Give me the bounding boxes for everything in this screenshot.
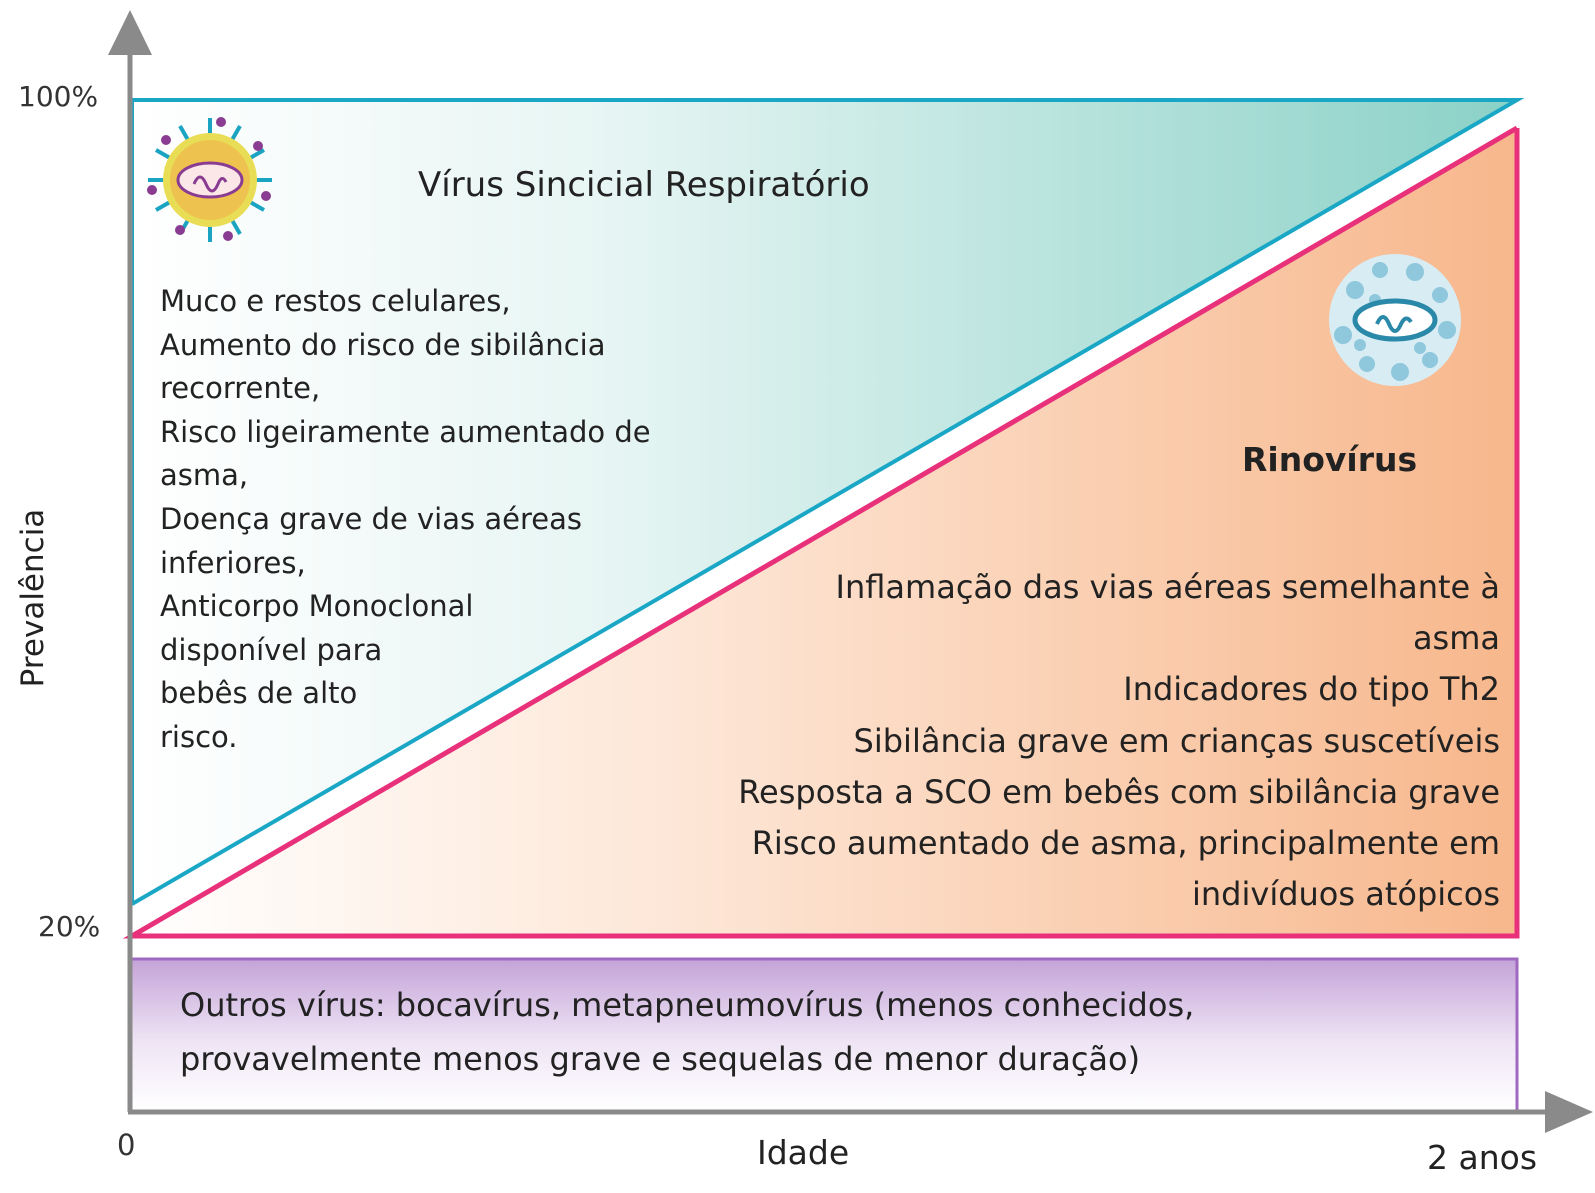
rsv-line: asma,	[160, 458, 249, 493]
rhinovirus-line: indivíduos atópicos	[1192, 875, 1500, 914]
rsv-title: Vírus Sincicial Respiratório	[418, 165, 870, 205]
rsv-line: Risco ligeiramente aumentado de	[160, 414, 651, 449]
rsv-virus-icon	[147, 117, 272, 242]
y-tick-100: 100%	[18, 80, 99, 113]
rsv-line: risco.	[160, 719, 238, 754]
others-region	[129, 957, 1519, 1113]
y-tick-20: 20%	[38, 910, 101, 943]
rsv-line: Muco e restos celulares,	[160, 284, 511, 318]
rhinovirus-line: Indicadores do tipo Th2	[1123, 670, 1500, 709]
rhinovirus-border	[122, 125, 1520, 939]
y-axis-title: Prevalência	[15, 508, 51, 688]
rhinovirus-description: Inflamação das vias aéreas semelhante à …	[738, 562, 1500, 920]
rsv-line: Aumento do risco de sibilância	[160, 327, 606, 362]
rhinovirus-line: asma	[1412, 619, 1500, 658]
rhinovirus-icon	[1329, 254, 1461, 386]
rsv-line: Doença grave de vias aéreas	[160, 501, 582, 536]
rhinovirus-line: Risco aumentado de asma, principalmente …	[751, 824, 1500, 863]
y-axis-arrow	[108, 10, 152, 55]
x-axis-arrow	[1545, 1091, 1593, 1133]
rsv-line: bebês de alto	[160, 676, 358, 711]
x-tick-0: 0	[117, 1128, 136, 1162]
rhinovirus-line: Sibilância grave em crianças suscetíveis	[853, 721, 1500, 760]
others-line: provavelmente menos grave e sequelas de …	[180, 1040, 1141, 1078]
rsv-line: recorrente,	[160, 371, 321, 406]
rhinovirus-line: Resposta a SCO em bebês com sibilância g…	[738, 772, 1500, 811]
others-description: Outros vírus: bocavírus, metapneumovírus…	[180, 978, 1194, 1086]
rsv-line: Anticorpo Monoclonal	[160, 589, 474, 624]
rhinovirus-title: Rinovírus	[1242, 440, 1418, 479]
rsv-line: inferiores,	[160, 545, 306, 580]
x-tick-2-anos: 2 anos	[1427, 1138, 1538, 1177]
x-axis-title: Idade	[757, 1133, 850, 1172]
rsv-description: Muco e restos celulares, Aumento do risc…	[160, 280, 651, 760]
others-line: Outros vírus: bocavírus, metapneumovírus…	[180, 986, 1195, 1024]
rsv-line: disponível para	[160, 632, 383, 667]
rhinovirus-line: Inflamação das vias aéreas semelhante à	[835, 568, 1500, 606]
